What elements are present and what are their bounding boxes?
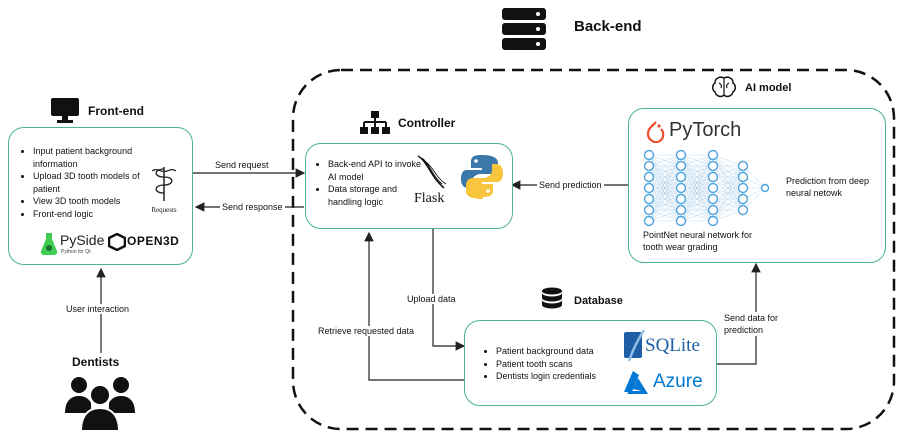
- ai-model-caption: PointNet neural network for tooth wear g…: [643, 230, 753, 252]
- upload-data-arrow: [432, 229, 466, 351]
- controller-list: Back-end API to invoke AI model Data sto…: [316, 158, 424, 208]
- database-title: Database: [574, 295, 623, 307]
- retrieve-data-label: Retrieve requested data: [316, 326, 417, 336]
- list-item: Dentists login credentials: [496, 370, 644, 383]
- list-item: Patient background data: [496, 345, 644, 358]
- list-item: Patient tooth scans: [496, 358, 644, 371]
- controller-box: Back-end API to invoke AI model Data sto…: [305, 143, 513, 229]
- pyside-sub-label: Python for Qt: [61, 249, 91, 255]
- database-box: Patient background data Patient tooth sc…: [464, 320, 717, 406]
- retrieve-data-arrow: [364, 231, 464, 381]
- azure-label: Azure: [653, 371, 703, 392]
- send-prediction-label: Send prediction: [537, 180, 604, 190]
- hierarchy-icon: [360, 111, 390, 135]
- backend-boundary: [291, 68, 896, 431]
- python-logo: [459, 153, 505, 199]
- send-data-prediction-arrow: [717, 262, 761, 365]
- brain-icon: [712, 76, 736, 98]
- pytorch-label: PyTorch: [669, 119, 742, 141]
- database-icon: [541, 287, 563, 313]
- frontend-title: Front-end: [88, 104, 144, 118]
- neural-network-diagram: [643, 149, 769, 227]
- dentists-title: Dentists: [72, 355, 120, 369]
- pyside-label: PySide: [60, 232, 105, 248]
- requests-logo: Requests: [147, 165, 181, 215]
- open3d-logo: OPEN3D: [108, 232, 188, 254]
- backend-title: Back-end: [574, 18, 642, 35]
- frontend-box: Input patient background information Upl…: [8, 127, 193, 265]
- ai-model-box: PyTorch PointNet neural network for toot…: [628, 108, 886, 263]
- database-list: Patient background data Patient tooth sc…: [484, 345, 644, 383]
- users-group-icon: [65, 373, 135, 432]
- requests-label: Requests: [151, 206, 177, 214]
- send-data-prediction-label: Send data for prediction: [724, 312, 790, 336]
- list-item: Input patient background information: [33, 145, 165, 170]
- flask-logo: Flask: [414, 154, 460, 214]
- list-item: Upload 3D tooth models of patient: [33, 170, 165, 195]
- list-item: View 3D tooth models: [33, 195, 165, 208]
- frontend-list: Input patient background information Upl…: [21, 145, 165, 220]
- user-interaction-label: User interaction: [64, 304, 132, 314]
- monitor-icon: [50, 97, 80, 123]
- list-item: Back-end API to invoke AI model: [328, 158, 424, 183]
- sqlite-logo: SQLite: [621, 329, 711, 363]
- upload-data-label: Upload data: [405, 294, 458, 304]
- send-response-label: Send response: [220, 202, 285, 212]
- azure-logo: Azure: [621, 367, 713, 399]
- pyside-logo: PySide Python for Qt: [40, 232, 108, 258]
- flask-label: Flask: [414, 191, 445, 206]
- list-item: Front-end logic: [33, 208, 165, 221]
- list-item: Data storage and handling logic: [328, 183, 424, 208]
- controller-title: Controller: [398, 116, 456, 130]
- server-icon: [502, 8, 546, 50]
- ai-model-title: AI model: [745, 82, 792, 94]
- open3d-label: OPEN3D: [127, 234, 180, 248]
- send-request-label: Send request: [215, 160, 269, 170]
- ai-model-output: Prediction from deep neural netowk: [786, 176, 870, 198]
- sqlite-label: SQLite: [645, 335, 700, 356]
